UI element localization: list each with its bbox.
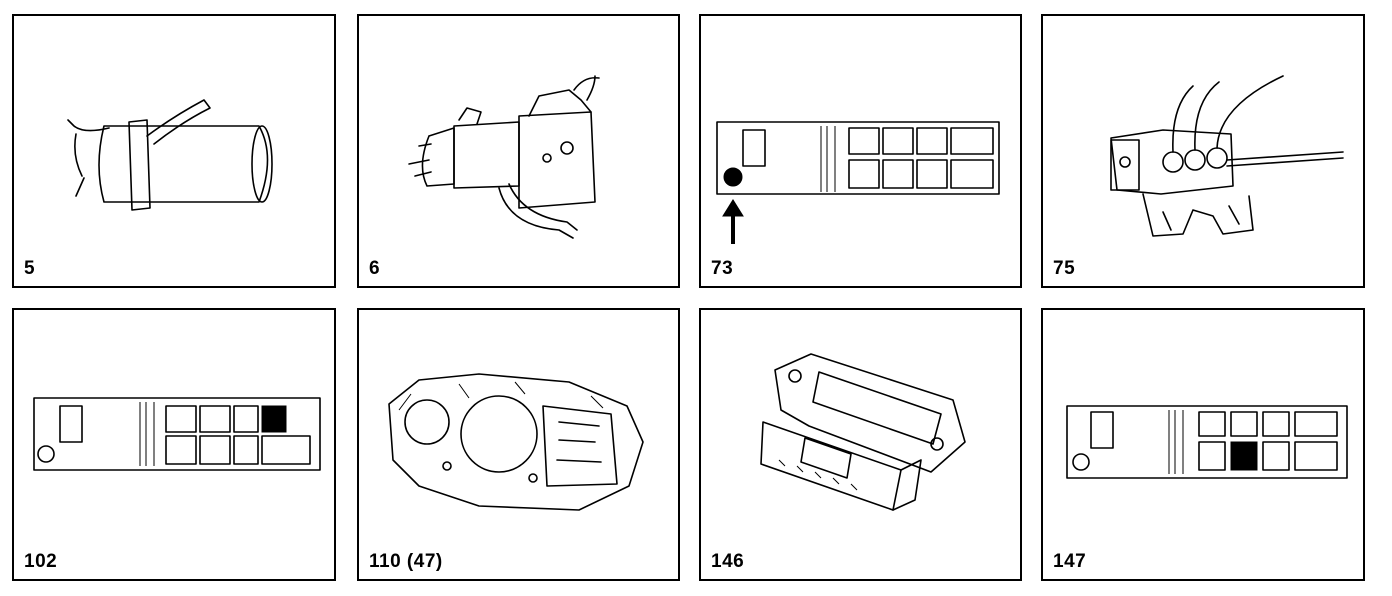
diagram-panel-146: 146 [699,308,1022,581]
fusebox-arrow-icon [716,121,1000,244]
diagram-panel-6: 6 [357,14,680,288]
instrument-cluster-icon [388,373,644,511]
panel-label: 147 [1053,551,1087,572]
connector-block-icon [1110,75,1344,237]
panel-label: 5 [24,258,36,279]
panel-label: 146 [711,551,745,572]
diagram-panel-73: 73 [699,14,1022,288]
diagram-panel-147: 147 [1041,308,1365,581]
fusebox-marked-icon [1066,405,1348,479]
wiper-motor-icon [408,75,600,239]
diagram-panel-110: 110 (47) [357,308,680,581]
panel-label: 73 [711,258,734,279]
panel-label: 102 [24,551,58,572]
relay-cylinder-icon [67,99,273,211]
diagram-panel-5: 5 [12,14,336,288]
ignition-module-icon [760,353,966,511]
panel-label: 110 (47) [369,551,443,572]
diagram-panel-102: 102 [12,308,336,581]
panel-label: 6 [369,258,381,279]
diagram-panel-75: 75 [1041,14,1365,288]
fusebox-marked-icon [33,397,321,471]
panel-label: 75 [1053,258,1076,279]
